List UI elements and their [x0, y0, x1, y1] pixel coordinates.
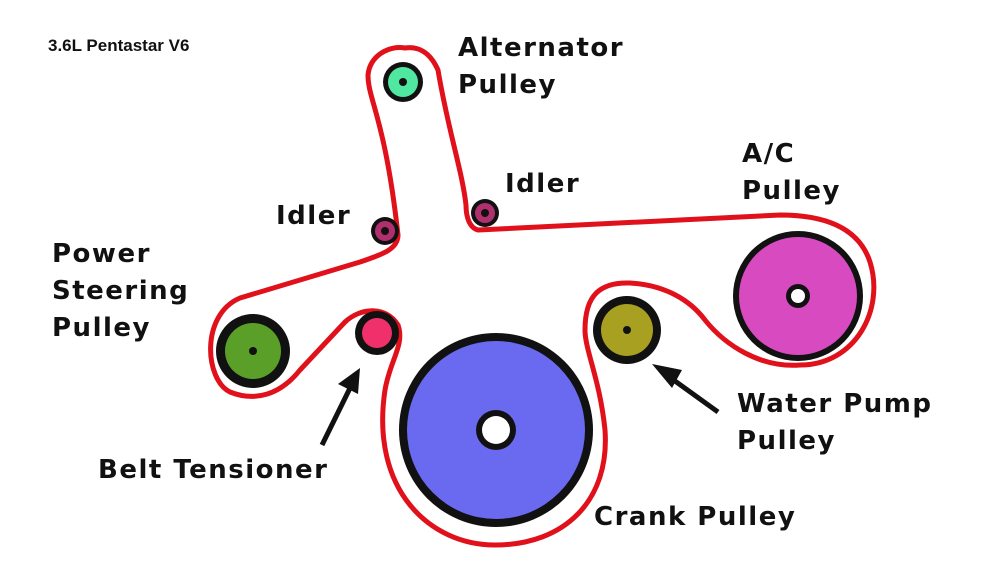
- alternator-pulley: [383, 62, 423, 102]
- idler-pulley-right: [471, 199, 499, 227]
- crank-pulley: [399, 333, 593, 527]
- water-pump-pulley: [593, 296, 661, 364]
- ac-pulley: [733, 231, 863, 361]
- crank-pulley-label: Crank Pulley: [594, 502, 797, 532]
- power-steering-pulley: [216, 314, 290, 388]
- belt-tensioner-label: Belt Tensioner: [98, 455, 329, 485]
- idler-pulley-left: [371, 217, 399, 245]
- idler-right-label: Idler: [505, 169, 581, 199]
- diagram-title: 3.6L Pentastar V6: [48, 36, 190, 55]
- idler-left-label: Idler: [276, 201, 352, 231]
- belt-tensioner-pulley: [355, 311, 399, 355]
- belt-tensioner-arrow: [319, 368, 360, 447]
- serpentine-belt: [208, 44, 877, 548]
- water-pump-arrow: [652, 364, 720, 415]
